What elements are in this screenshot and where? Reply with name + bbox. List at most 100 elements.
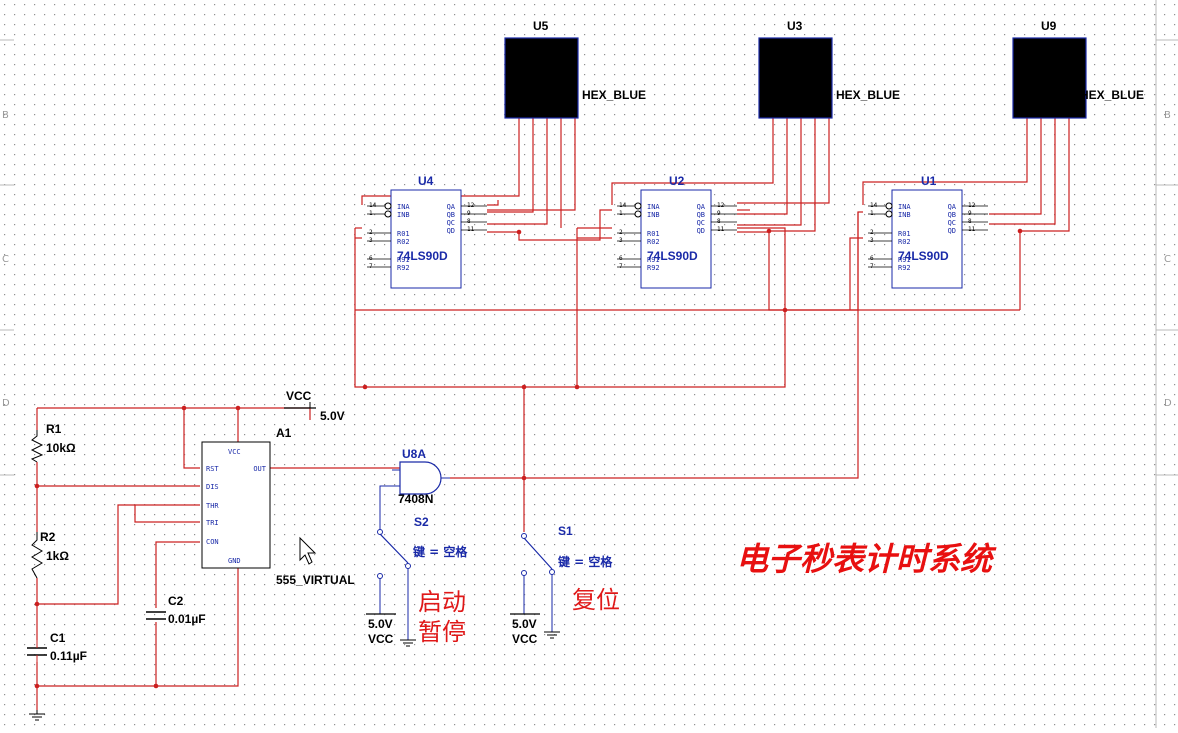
ground-symbol xyxy=(29,710,45,721)
timer-555[interactable]: VCC RST OUT DIS THR TRI CON GND A1 555_V… xyxy=(201,426,355,587)
counter-pin-number: 7 xyxy=(619,263,623,270)
display-ref: U5 xyxy=(533,19,549,33)
switch-supply: 5.0V xyxy=(368,617,393,631)
border-row-mark: C xyxy=(1164,254,1171,265)
border-row-mark: D xyxy=(2,398,10,409)
capacitor-c1[interactable]: C1 0.11µF xyxy=(27,631,87,663)
capacitor-value: 0.11µF xyxy=(50,649,87,663)
counter-pin-label: QC xyxy=(948,219,956,227)
counter-pin-number: 1 xyxy=(870,210,874,217)
counter-model: 74LS90D xyxy=(397,249,448,263)
counter-pin-label: QA xyxy=(697,203,706,211)
counter-ref: U4 xyxy=(418,174,434,188)
counter-pin-label: QD xyxy=(697,227,705,235)
border-row-mark: B xyxy=(2,110,9,121)
counter-pin-number: 12 xyxy=(968,202,976,209)
inversion-bubble xyxy=(384,202,392,210)
timer-pin: DIS xyxy=(206,483,219,491)
switch-key: 键 = 空格 xyxy=(412,544,468,559)
counter-model: 74LS90D xyxy=(647,249,698,263)
counter-pin-number: 12 xyxy=(467,202,475,209)
hex-display-u3[interactable]: U3 HEX_BLUE xyxy=(758,19,900,119)
counter-pin-label: R91 xyxy=(898,256,911,264)
counter-pin-number: 7 xyxy=(369,263,373,270)
inversion-bubble xyxy=(384,210,392,218)
hex-display-u5[interactable]: U5 HEX_BLUE xyxy=(504,19,646,119)
timer-pin: CON xyxy=(206,538,219,546)
counter-u2[interactable]: U2 74LS90D xyxy=(640,174,712,289)
timer-pin: GND xyxy=(228,557,241,565)
timer-pin: THR xyxy=(206,502,219,510)
capacitor-ref: C2 xyxy=(168,594,184,608)
counter-pin-number: 14 xyxy=(369,202,377,209)
counter-pin-number: 6 xyxy=(369,255,373,262)
resistor-r1[interactable]: R1 10kΩ xyxy=(30,422,76,463)
counter-pin-label: QC xyxy=(447,219,455,227)
counter-pin-number: 12 xyxy=(717,202,725,209)
capacitor-c2[interactable]: C2 0.01µF xyxy=(146,594,206,626)
counter-pin-label: R02 xyxy=(647,238,660,246)
wire-net xyxy=(36,118,1070,710)
counter-pin-label: QB xyxy=(447,211,455,219)
counter-pin-number: 2 xyxy=(369,229,373,236)
counter-pin-label: R01 xyxy=(898,230,911,238)
switch-key: 键 = 空格 xyxy=(557,554,613,569)
counter-pin-label: QB xyxy=(697,211,705,219)
counter-pin-number: 9 xyxy=(717,210,721,217)
display-model: HEX_BLUE xyxy=(836,88,900,102)
inversion-bubble xyxy=(634,210,642,218)
timer-pin: TRI xyxy=(206,519,219,527)
counter-pin-label: QA xyxy=(948,203,957,211)
and-gate-u8a[interactable]: U8A 7408N xyxy=(379,447,450,530)
display-model: HEX_BLUE xyxy=(1080,88,1144,102)
counter-pin-number: 8 xyxy=(968,218,972,225)
display-ref: U9 xyxy=(1041,19,1057,33)
timer-pin: RST xyxy=(206,465,219,473)
counter-pin-number: 6 xyxy=(619,255,623,262)
vcc-supply-main: VCC 5.0V xyxy=(284,389,345,423)
resistor-value: 10kΩ xyxy=(46,441,76,455)
timer-pin: VCC xyxy=(228,448,241,456)
counter-pin-label: R91 xyxy=(647,256,660,264)
counter-pin-label: R92 xyxy=(898,264,911,272)
counter-pin-label: QD xyxy=(948,227,956,235)
counter-u4[interactable]: U4 74LS90D xyxy=(390,174,462,289)
counter-pin-label: R92 xyxy=(397,264,410,272)
counter-pin-number: 14 xyxy=(870,202,878,209)
counter-ref: U2 xyxy=(669,174,685,188)
counter-pin-number: 11 xyxy=(717,226,725,233)
border-row-mark: B xyxy=(1164,110,1171,121)
counter-pin-number: 1 xyxy=(369,210,373,217)
switch-s2[interactable]: S2 键 = 空格 5.0V VCC xyxy=(366,515,468,647)
annotation-reset: 复位 xyxy=(572,586,620,614)
vcc-voltage: 5.0V xyxy=(320,409,345,423)
counter-pin-label: R01 xyxy=(397,230,410,238)
counter-pin-label: R02 xyxy=(898,238,911,246)
switch-ref: S1 xyxy=(558,524,573,538)
counter-pin-label: R02 xyxy=(397,238,410,246)
hex-display-u9[interactable]: U9 HEX_BLUE xyxy=(1012,19,1144,119)
counter-pin-number: 3 xyxy=(619,237,623,244)
resistor-ref: R1 xyxy=(46,422,62,436)
border-row-mark: C xyxy=(2,254,9,265)
counter-pin-label: INA xyxy=(898,203,911,211)
display-model: HEX_BLUE xyxy=(582,88,646,102)
switch-s1[interactable]: S1 键 = 空格 5.0V VCC xyxy=(510,524,613,646)
counter-pin-label: INB xyxy=(898,211,911,219)
inversion-bubble xyxy=(885,202,893,210)
resistor-ref: R2 xyxy=(40,530,56,544)
resistor-r2[interactable]: R2 1kΩ xyxy=(31,530,69,579)
counter-u1[interactable]: U1 74LS90D xyxy=(891,174,963,289)
counter-pin-label: R91 xyxy=(397,256,410,264)
counter-pin-label: INB xyxy=(647,211,660,219)
mouse-cursor-icon xyxy=(299,536,317,565)
counter-pin-number: 11 xyxy=(467,226,475,233)
timer-ref: A1 xyxy=(276,426,292,440)
counter-pin-number: 8 xyxy=(467,218,471,225)
counter-pin-number: 2 xyxy=(870,229,874,236)
annotation-start: 启动 xyxy=(418,588,466,616)
